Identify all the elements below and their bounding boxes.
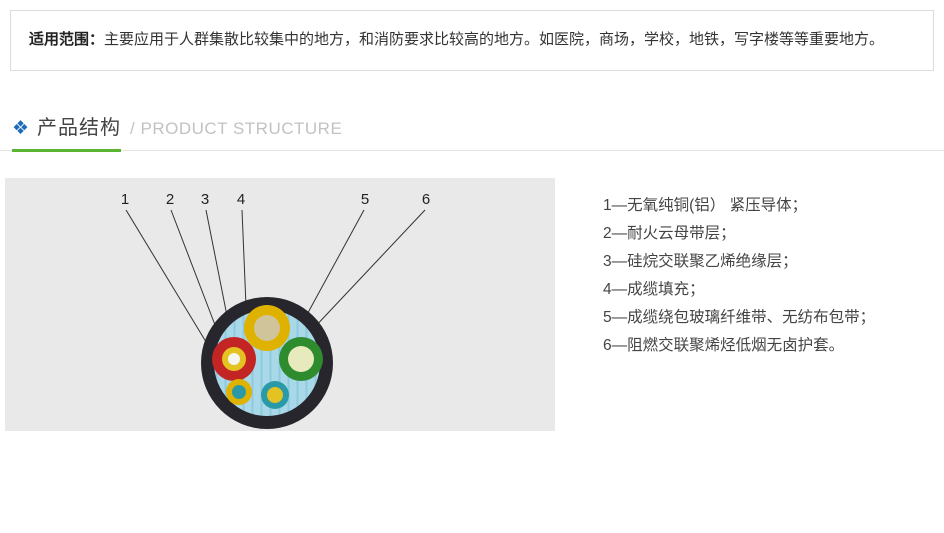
diagram-label-3: 3 [201,191,209,208]
legend-item-1: 1—无氧纯铜(铝） 紧压导体； [603,197,808,215]
legend-item-6: 6—阻燃交联聚烯烃低烟无卤护套。 [603,337,845,355]
core-teal-inner [267,387,283,404]
core-small-yellow-inner [232,385,246,400]
legend-item-3: 3—硅烷交联聚乙烯绝缘层； [603,253,798,271]
core-green-inner [288,346,314,373]
section-title: 产品结构 [37,117,122,140]
diagram-label-6: 6 [422,191,430,208]
section-subtitle: / PRODUCT STRUCTURE [130,119,343,139]
applicable-range-label: 适用范围： [29,31,105,48]
legend-item-2: 2—耐火云母带层； [603,225,736,243]
diagram-label-2: 2 [166,191,174,208]
section-title-group: ❖ 产品结构 [12,111,122,153]
diagram-label-4: 4 [237,191,245,208]
product-structure-content: 1 2 3 4 5 6 [0,178,944,432]
core-red-center [228,353,240,366]
diagram-label-1: 1 [121,191,129,208]
cable-diagram-panel: 1 2 3 4 5 6 [5,178,555,432]
diamond-icon: ❖ [12,118,30,140]
legend-item-5: 5—成缆绕包玻璃纤维带、无纺布包带； [603,309,876,327]
applicable-range-text: 主要应用于人群集散比较集中的地方，和消防要求比较高的地方。如医院，商场，学校，地… [104,31,885,48]
legend-item-4: 4—成缆填充； [603,281,705,299]
section-header: ❖ 产品结构 / PRODUCT STRUCTURE [0,111,944,153]
cable-body [201,297,333,430]
applicable-range-box: 适用范围：主要应用于人群集散比较集中的地方，和消防要求比较高的地方。如医院，商场… [10,10,934,72]
leader-lines [125,209,426,361]
leader-line-1 [125,209,218,361]
cable-cross-section-diagram: 1 2 3 4 5 6 [121,191,430,430]
structure-legend: 1—无氧纯铜(铝） 紧压导体； 2—耐火云母带层； 3—硅烷交联聚乙烯绝缘层； … [603,178,875,431]
leader-line-6 [311,209,426,331]
diagram-label-5: 5 [361,191,369,208]
leader-line-5 [303,210,365,321]
core-yellow-inner [254,315,280,342]
